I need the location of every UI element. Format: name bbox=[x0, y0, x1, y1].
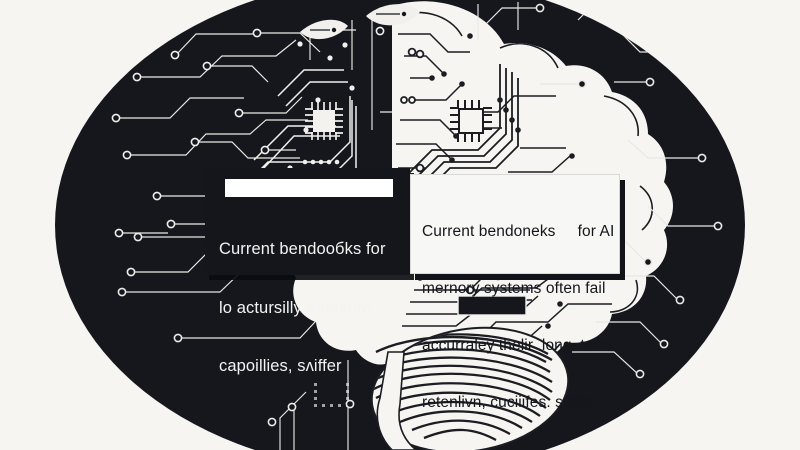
right-callout-line-3: accurraley thelir long–term bbox=[422, 337, 612, 354]
memory-block-icon bbox=[452, 289, 530, 316]
lower-left-pads bbox=[117, 232, 355, 427]
left-callout-line-3: capoillies, sʌiffer bbox=[219, 357, 342, 375]
top-leaf-details bbox=[310, 13, 400, 31]
left-callout-line-2: lo actursilly measure bbox=[219, 298, 372, 317]
chip-left-icon bbox=[305, 102, 343, 140]
left-callout-text: Current bendooбks for lo actursilly meas… bbox=[219, 201, 402, 416]
chip-right-icon bbox=[450, 100, 492, 142]
right-callout-line-4: retenlivn, cuciiifes. suffer bbox=[422, 394, 595, 411]
left-callout-line-1: Current bendooбks for bbox=[219, 240, 386, 258]
right-callout-panel: Current bendoneks for AI mernory systems… bbox=[410, 174, 620, 411]
left-callout-panel: Current bendooбks for lo actursilly meas… bbox=[205, 168, 410, 375]
right-callout-text: Current bendoneks for AI mernory systems… bbox=[422, 184, 615, 450]
brain-stem bbox=[376, 351, 419, 450]
redacted-bar bbox=[225, 179, 393, 197]
right-callout-line-2: mernory systems often fail bbox=[422, 280, 606, 297]
right-callout-line-1: Current bendoneks for AI bbox=[422, 223, 615, 240]
